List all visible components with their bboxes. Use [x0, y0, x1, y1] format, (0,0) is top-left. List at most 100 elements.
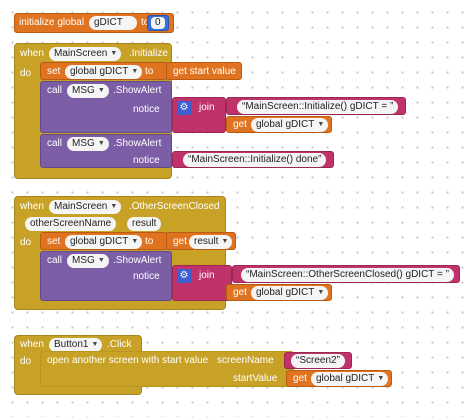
- open-another-screen-label: open another screen with start value: [47, 355, 209, 366]
- method-name: .ShowAlert: [113, 138, 162, 149]
- gear-icon[interactable]: ⚙: [177, 269, 191, 283]
- component-dropdown[interactable]: MSG▼: [67, 254, 109, 268]
- call-showalert-block-3[interactable]: call MSG▼ .ShowAlert notice: [40, 251, 172, 301]
- text-value[interactable]: “Screen2”: [291, 354, 345, 368]
- component-dropdown[interactable]: MainScreen▼: [49, 200, 122, 214]
- chevron-down-icon: ▼: [317, 289, 325, 296]
- get-start-value-label: get start value: [173, 66, 236, 77]
- initialize-global-label: initialize global: [19, 17, 85, 28]
- method-name: .ShowAlert: [113, 255, 162, 266]
- to-label: to: [145, 236, 154, 247]
- set-variable-dropdown[interactable]: global gDICT▼: [65, 65, 143, 79]
- join-block[interactable]: ⚙ join: [172, 265, 232, 301]
- chevron-down-icon: ▼: [110, 203, 118, 210]
- get-variable-dropdown[interactable]: global gDICT▼: [251, 118, 329, 132]
- global-var-name-field[interactable]: gDICT: [89, 16, 137, 30]
- text-block[interactable]: “MainScreen::Initialize() gDICT = ”: [226, 97, 406, 115]
- chevron-down-icon: ▼: [377, 375, 385, 382]
- get-variable-dropdown[interactable]: global gDICT▼: [251, 286, 329, 300]
- call-showalert-block-2[interactable]: call MSG▼ .ShowAlert notice: [40, 134, 172, 168]
- do-label: do: [20, 68, 32, 79]
- get-label: get: [173, 236, 187, 247]
- initialize-global-block[interactable]: initialize global gDICT to: [14, 13, 174, 33]
- join-block[interactable]: ⚙ join: [172, 97, 226, 133]
- chevron-down-icon: ▼: [317, 121, 325, 128]
- notice-label: notice: [133, 271, 160, 282]
- when-label: when: [20, 48, 44, 59]
- open-another-screen-block[interactable]: open another screen with start value scr…: [40, 351, 294, 387]
- when-label: when: [20, 201, 44, 212]
- component-name: Button1: [54, 339, 89, 350]
- text-value[interactable]: “MainScreen::Initialize() gDICT = ”: [237, 100, 399, 114]
- number-block[interactable]: 0: [147, 15, 169, 31]
- component-dropdown[interactable]: MSG▼: [67, 137, 109, 151]
- method-name: .ShowAlert: [113, 85, 162, 96]
- text-content: MainScreen::Initialize() gDICT =: [245, 101, 390, 112]
- text-block[interactable]: “MainScreen::OtherScreenClosed() gDICT =…: [232, 265, 460, 283]
- component-dropdown[interactable]: Button1▼: [49, 338, 103, 352]
- set-variable-block[interactable]: set global gDICT▼ to: [40, 232, 168, 250]
- get-variable-block[interactable]: get global gDICT▼: [226, 284, 332, 301]
- text-content: MainScreen::OtherScreenClosed() gDICT =: [249, 269, 446, 280]
- notice-label: notice: [133, 104, 160, 115]
- set-variable-block[interactable]: set global gDICT▼ to: [40, 62, 168, 80]
- get-variable-dropdown[interactable]: global gDICT▼: [311, 372, 389, 386]
- screen-name-label: screenName: [217, 355, 274, 366]
- event-name: .Initialize: [129, 48, 168, 59]
- get-variable-name: result: [194, 236, 219, 247]
- param-othersceenname[interactable]: otherScreenName: [25, 217, 117, 231]
- chevron-down-icon: ▼: [97, 140, 105, 147]
- chevron-down-icon: ▼: [221, 238, 229, 245]
- start-value-label: startValue: [233, 373, 278, 384]
- get-label: get: [233, 119, 247, 130]
- gear-icon[interactable]: ⚙: [177, 101, 191, 115]
- component-name: MainScreen: [54, 201, 108, 212]
- get-start-value-block[interactable]: get start value: [166, 62, 242, 80]
- text-content: Screen2: [299, 355, 337, 366]
- component-name: MSG: [72, 85, 95, 96]
- get-variable-dropdown[interactable]: result▼: [189, 235, 233, 249]
- chevron-down-icon: ▼: [131, 68, 139, 75]
- when-label: when: [20, 339, 44, 350]
- get-label: get: [233, 287, 247, 298]
- param-result[interactable]: result: [127, 217, 162, 231]
- to-label: to: [141, 17, 150, 28]
- chevron-down-icon: ▼: [97, 257, 105, 264]
- call-label: call: [47, 138, 63, 149]
- call-showalert-block-1[interactable]: call MSG▼ .ShowAlert notice: [40, 81, 172, 133]
- text-value[interactable]: “MainScreen::OtherScreenClosed() gDICT =…: [241, 268, 454, 282]
- global-var-name: gDICT: [94, 17, 123, 28]
- chevron-down-icon: ▼: [110, 50, 118, 57]
- get-variable-block[interactable]: get global gDICT▼: [226, 116, 332, 133]
- component-name: MSG: [72, 138, 95, 149]
- do-label: do: [20, 356, 32, 367]
- get-variable-block[interactable]: get global gDICT▼: [286, 370, 392, 387]
- get-variable-block[interactable]: get result▼: [166, 232, 236, 250]
- set-variable-dropdown[interactable]: global gDICT▼: [65, 235, 143, 249]
- join-label: join: [199, 102, 215, 113]
- call-label: call: [47, 255, 63, 266]
- component-name: MainScreen: [54, 48, 108, 59]
- text-content: MainScreen::Initialize() done: [191, 154, 319, 165]
- notice-label: notice: [133, 155, 160, 166]
- text-block[interactable]: “MainScreen::Initialize() done”: [172, 151, 334, 168]
- chevron-down-icon: ▼: [97, 87, 105, 94]
- do-label: do: [20, 237, 32, 248]
- component-dropdown[interactable]: MSG▼: [67, 84, 109, 98]
- set-variable-name: global gDICT: [70, 66, 129, 77]
- get-variable-name: global gDICT: [256, 287, 315, 298]
- number-value[interactable]: 0: [151, 17, 165, 29]
- component-name: MSG: [72, 255, 95, 266]
- join-label: join: [199, 270, 215, 281]
- get-variable-name: global gDICT: [256, 119, 315, 130]
- get-label: get: [293, 373, 307, 384]
- text-value[interactable]: “MainScreen::Initialize() done”: [183, 153, 327, 167]
- event-name: .OtherScreenClosed: [129, 201, 220, 212]
- chevron-down-icon: ▼: [131, 238, 139, 245]
- chevron-down-icon: ▼: [91, 341, 99, 348]
- to-label: to: [145, 66, 154, 77]
- component-dropdown[interactable]: MainScreen▼: [49, 47, 122, 61]
- set-label: set: [47, 236, 61, 247]
- text-block[interactable]: “Screen2”: [284, 352, 352, 369]
- get-variable-name: global gDICT: [316, 373, 375, 384]
